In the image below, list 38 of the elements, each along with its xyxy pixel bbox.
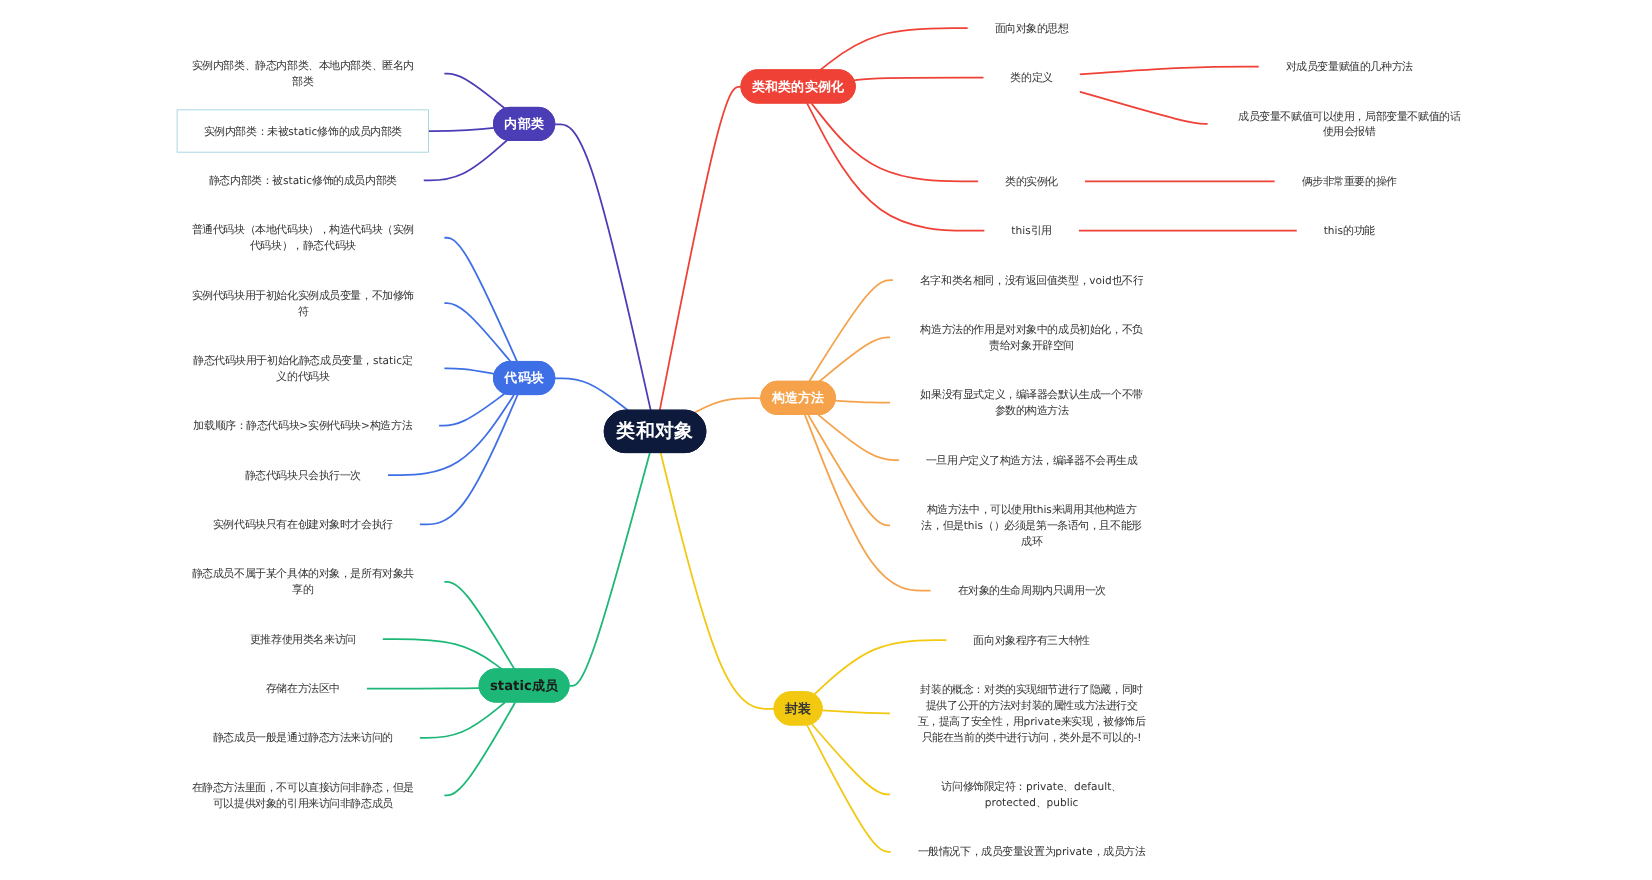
- connector: [811, 723, 892, 796]
- connector: [568, 452, 651, 687]
- connector: [443, 236, 519, 363]
- connector: [443, 701, 517, 797]
- connector: [817, 414, 901, 461]
- connector: [437, 392, 506, 427]
- connector: [427, 126, 496, 132]
- connector: [443, 72, 506, 110]
- connector: [1083, 180, 1276, 183]
- connector: [554, 377, 630, 412]
- connector: [834, 399, 892, 404]
- connector: [418, 394, 519, 526]
- connector: [659, 452, 776, 710]
- connector: [1077, 229, 1299, 232]
- connector: [381, 638, 504, 671]
- connector: [1078, 65, 1261, 76]
- connector: [818, 27, 969, 72]
- connector: [821, 709, 892, 715]
- connector: [1078, 90, 1209, 125]
- connector: [365, 687, 481, 690]
- connector: [810, 102, 980, 183]
- connector: [806, 102, 986, 232]
- connector: [418, 701, 506, 739]
- connector: [806, 724, 893, 853]
- connector: [818, 336, 892, 383]
- connector: [554, 123, 652, 412]
- connector: [443, 580, 516, 671]
- connector: [422, 139, 508, 182]
- connector: [804, 414, 932, 592]
- connector: [386, 394, 515, 476]
- connector: [807, 414, 892, 527]
- connector: [693, 397, 763, 414]
- connector: [658, 85, 743, 412]
- connector: [808, 279, 895, 383]
- connector: [853, 76, 985, 82]
- connector: [813, 639, 948, 696]
- connector: [443, 302, 512, 363]
- connector: [443, 367, 496, 375]
